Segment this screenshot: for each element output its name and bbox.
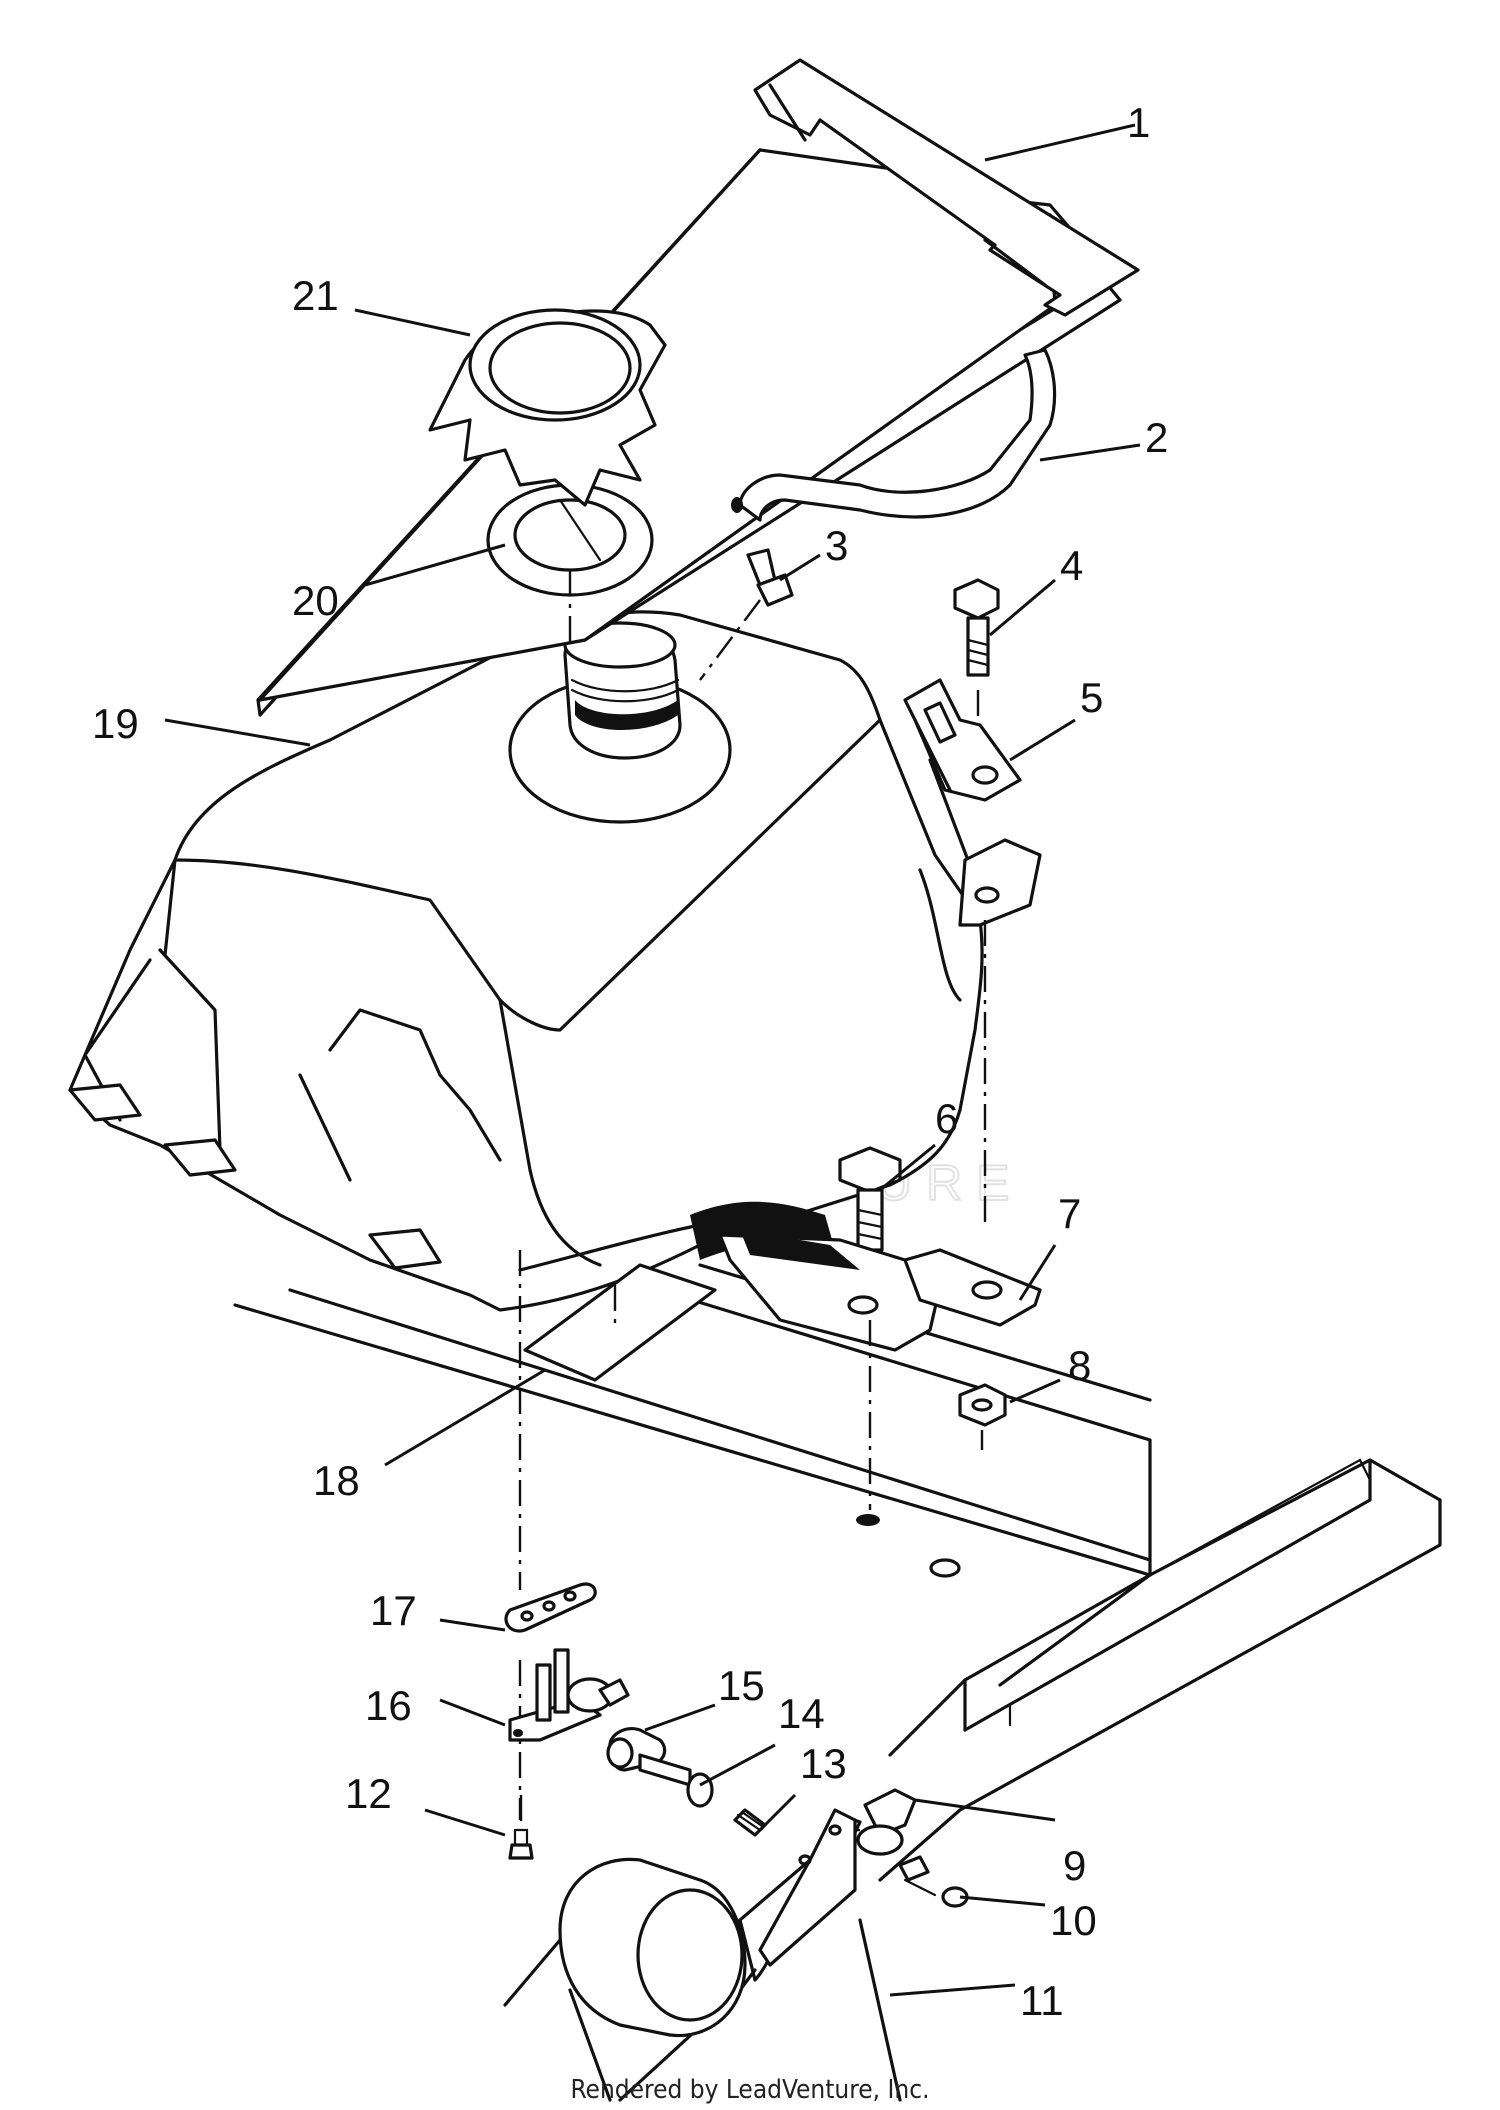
fuel-tank [68, 610, 987, 1312]
fuel-cap [428, 308, 667, 650]
valve-shaft-parts [606, 1727, 767, 1837]
bracket-11 [618, 1808, 902, 2102]
callout-8[interactable]: 8 [1068, 1342, 1091, 1389]
bracket-7 [718, 1230, 1042, 1510]
screw-10 [898, 1855, 969, 1908]
callout-12[interactable]: 12 [345, 1770, 392, 1817]
fuel-valve-16 [508, 1648, 630, 1742]
tank-mount-tab [958, 838, 1042, 1230]
bolt-4 [953, 578, 1000, 770]
vent-hose [731, 348, 1057, 522]
bracket-5 [903, 678, 1022, 802]
callout-3[interactable]: 3 [825, 522, 848, 569]
knob-9 [855, 1788, 917, 1856]
callout-4[interactable]: 4 [1060, 542, 1083, 589]
callout-14[interactable]: 14 [778, 1690, 825, 1737]
callout-9[interactable]: 9 [1063, 1842, 1086, 1889]
steering-post [503, 1857, 747, 2102]
callout-2[interactable]: 2 [1145, 414, 1168, 461]
callout-21[interactable]: 21 [292, 272, 339, 319]
callout-16[interactable]: 16 [365, 1682, 412, 1729]
callout-17[interactable]: 17 [370, 1587, 417, 1634]
screw-12 [508, 1828, 534, 1860]
callout-18[interactable]: 18 [313, 1457, 360, 1504]
nut-8 [958, 1383, 1007, 1450]
leader-lines [164, 123, 1141, 1997]
bolt-6 [838, 1146, 902, 1252]
callout-6[interactable]: 6 [935, 1095, 958, 1142]
callout-10[interactable]: 10 [1050, 1897, 1097, 1944]
footer-credit: Rendered by LeadVenture, Inc. [570, 2075, 929, 2105]
callout-5[interactable]: 5 [1080, 674, 1103, 721]
callout-13[interactable]: 13 [800, 1740, 847, 1787]
callout-11[interactable]: 11 [1020, 1977, 1064, 2024]
vent-fitting [699, 548, 794, 681]
callout-15[interactable]: 15 [718, 1662, 765, 1709]
valve-plate-17 [504, 1582, 597, 1633]
callouts: 1 2 3 4 5 6 7 8 9 10 11 12 13 14 15 16 1… [92, 99, 1168, 2024]
frame [233, 1243, 1442, 1882]
heat-shield-plate [256, 58, 1140, 717]
callout-20[interactable]: 20 [292, 577, 339, 624]
callout-19[interactable]: 19 [92, 700, 139, 747]
callout-7[interactable]: 7 [1058, 1190, 1081, 1237]
tank-pad [523, 1263, 717, 1382]
callout-1[interactable]: 1 [1127, 99, 1150, 146]
